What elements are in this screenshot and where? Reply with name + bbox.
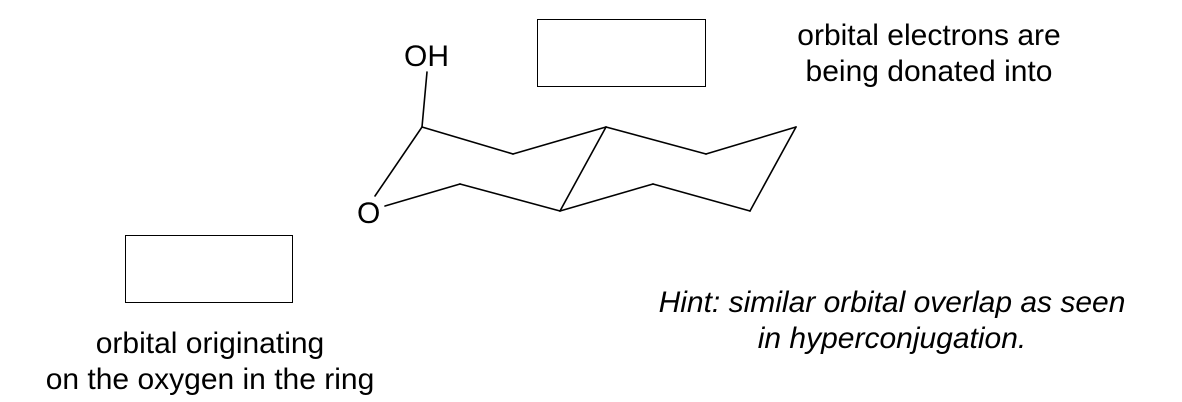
bond-c7-c8: [652, 183, 751, 212]
hint-line2: in hyperconjugation.: [757, 322, 1027, 355]
acceptor-label-line1: orbital electrons are: [797, 19, 1061, 52]
bond-c10-o: [384, 183, 461, 207]
bond-c5-c6: [705, 126, 797, 155]
donor-orbital-answer-box[interactable]: [125, 235, 293, 303]
acceptor-orbital-answer-box[interactable]: [537, 19, 706, 87]
bond-c8-c9: [559, 183, 654, 212]
donor-label-line2: on the oxygen in the ring: [45, 363, 375, 396]
bond-c4-c9: [559, 126, 607, 212]
hint-text: Hint: similar orbital overlap as seen in…: [602, 285, 1182, 357]
acceptor-orbital-label: orbital electrons are being donated into: [729, 18, 1129, 90]
ring-oxygen-label: O: [357, 197, 381, 230]
bond-c4-c5: [605, 126, 707, 155]
donor-label-line1: orbital originating: [95, 327, 325, 360]
hint-line1: Hint: similar orbital overlap as seen: [658, 286, 1126, 319]
bond-o-c2: [374, 126, 423, 197]
bond-c9-c10: [459, 183, 561, 212]
bond-c3-c4: [512, 126, 607, 155]
hydroxyl-label: OH: [404, 40, 449, 73]
bond-c2-oh: [421, 71, 428, 128]
bond-c6-c7: [749, 126, 797, 212]
bond-c2-c3: [421, 126, 514, 155]
acceptor-label-line2: being donated into: [805, 55, 1053, 88]
donor-orbital-label: orbital originating on the oxygen in the…: [0, 326, 420, 398]
